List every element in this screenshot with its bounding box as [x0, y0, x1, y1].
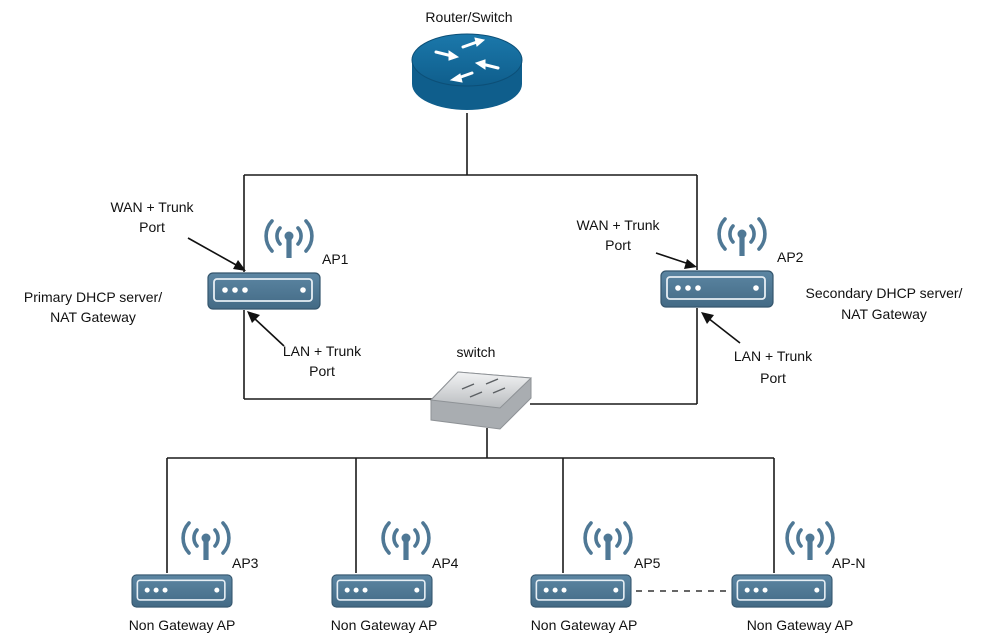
ap2-name: AP2 [777, 249, 804, 265]
ap1-role-line1: Primary DHCP server/ [24, 289, 162, 305]
ap2-wan-port-line2: Port [605, 237, 631, 253]
router: Router/Switch [411, 9, 523, 110]
ap3: AP3 Non Gateway AP [129, 521, 259, 633]
ap1-lan-port-line2: Port [309, 363, 335, 379]
ap2-lan-port-line1: LAN + Trunk [734, 348, 813, 364]
router-icon [411, 33, 523, 110]
wireless-access-point-icon [583, 521, 633, 562]
ap4-device [331, 574, 433, 608]
switch: switch [429, 344, 533, 430]
wireless-access-point-icon [717, 217, 767, 258]
arrow-pointer-icon [701, 312, 741, 344]
ap1-wan-port-line2: Port [139, 219, 165, 235]
ap3-role: Non Gateway AP [129, 617, 236, 633]
ap1-wan-port-line1: WAN + Trunk [110, 199, 194, 215]
ap3-device [131, 574, 233, 608]
arrow-pointer-icon [187, 237, 246, 271]
ap4-role: Non Gateway AP [331, 617, 438, 633]
connections [166, 113, 775, 592]
ap-n-name: AP-N [832, 555, 865, 571]
ap5-role: Non Gateway AP [531, 617, 638, 633]
ap1-name: AP1 [322, 251, 349, 267]
ap3-name: AP3 [232, 555, 259, 571]
ap2-wan-port-line1: WAN + Trunk [576, 217, 660, 233]
ap2-role-line1: Secondary DHCP server/ [806, 285, 963, 301]
ap-n-role: Non Gateway AP [747, 617, 854, 633]
arrow-pointer-icon [655, 252, 697, 269]
ap5-name: AP5 [634, 555, 661, 571]
wireless-access-point-icon [381, 521, 431, 562]
ap2: AP2 WAN + Trunk Port LAN + Trunk Port Se… [576, 217, 962, 386]
ap2-role-line2: NAT Gateway [841, 306, 927, 322]
ap1: AP1 WAN + Trunk Port LAN + Trunk Port Pr… [24, 199, 362, 379]
ap1-role-line2: NAT Gateway [50, 309, 136, 325]
ap2-lan-port-line2: Port [760, 370, 786, 386]
switch-label: switch [457, 344, 496, 360]
ap-n-device [731, 574, 833, 608]
ap4-name: AP4 [432, 555, 459, 571]
router-label: Router/Switch [425, 9, 512, 25]
switch-icon [429, 371, 533, 430]
wireless-access-point-icon [264, 219, 314, 260]
ap-n: AP-N Non Gateway AP [731, 521, 865, 633]
ap1-device [207, 272, 321, 310]
arrow-pointer-icon [247, 311, 285, 347]
ap4: AP4 Non Gateway AP [331, 521, 459, 633]
ap5: AP5 Non Gateway AP [530, 521, 661, 633]
ap1-lan-port-line1: LAN + Trunk [283, 343, 362, 359]
ap2-device [660, 270, 774, 308]
wireless-access-point-icon [181, 521, 231, 562]
wireless-access-point-icon [785, 521, 835, 562]
ap5-device [530, 574, 632, 608]
